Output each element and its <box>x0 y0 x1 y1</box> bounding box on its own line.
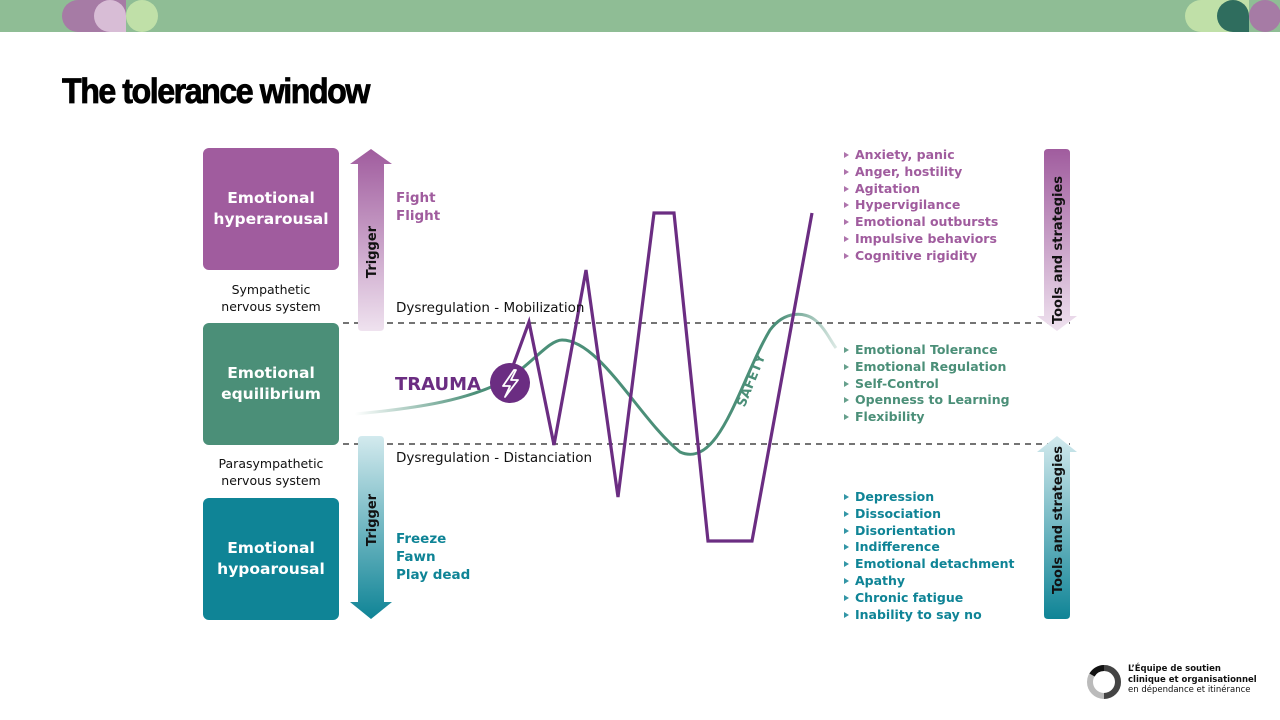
list-item: Emotional outbursts <box>842 214 998 231</box>
response-freeze: Freeze <box>396 531 447 547</box>
list-item: Impulsive behaviors <box>842 231 998 248</box>
response-fawn: Fawn <box>396 549 436 565</box>
list-item: Anger, hostility <box>842 164 998 181</box>
trigger-up-label: Trigger <box>365 225 380 278</box>
hyperarousal-symptom-list: Anxiety, panic Anger, hostility Agitatio… <box>842 147 998 265</box>
list-item: Self-Control <box>842 376 1010 393</box>
org-line3: en dépendance et itinérance <box>1128 685 1251 695</box>
list-item: Hypervigilance <box>842 197 998 214</box>
list-item: Anxiety, panic <box>842 147 998 164</box>
safety-label: SAFETY <box>734 352 769 410</box>
state-box-equilibrium: Emotional equilibrium <box>203 323 339 445</box>
decor-circle-lightgreen <box>126 0 158 32</box>
state-box-hypoarousal: Emotional hypoarousal <box>203 498 339 620</box>
list-item: Inability to say no <box>842 607 1015 624</box>
list-item: Agitation <box>842 181 998 198</box>
state-label-line2: hypoarousal <box>217 560 325 578</box>
state-label-line1: Emotional <box>227 189 315 207</box>
parasympathetic-line2: nervous system <box>221 473 321 488</box>
state-label-line1: Emotional <box>227 539 315 557</box>
list-item: Indifference <box>842 539 1015 556</box>
hypoarousal-symptom-list: Depression Dissociation Disorientation I… <box>842 489 1015 623</box>
mobilization-label: Dysregulation - Mobilization <box>396 300 585 316</box>
list-item: Depression <box>842 489 1015 506</box>
tools-up-arrow <box>1037 436 1077 619</box>
trigger-down-arrow <box>350 436 392 619</box>
state-label-line2: equilibrium <box>221 385 321 403</box>
state-label-line2: hyperarousal <box>213 210 329 228</box>
org-line2: clinique et organisationnel <box>1128 674 1257 685</box>
decor-circle-pink <box>94 0 126 32</box>
sympathetic-line2: nervous system <box>221 299 321 314</box>
sympathetic-label: Sympathetic nervous system <box>203 281 339 315</box>
list-item: Emotional Tolerance <box>842 342 1010 359</box>
state-box-hyperarousal: Emotional hyperarousal <box>203 148 339 270</box>
list-item: Cognitive rigidity <box>842 248 998 265</box>
list-item: Chronic fatigue <box>842 590 1015 607</box>
list-item: Apathy <box>842 573 1015 590</box>
list-item: Emotional Regulation <box>842 359 1010 376</box>
trauma-label: TRAUMA <box>395 374 481 395</box>
tools-down-arrow <box>1037 149 1077 331</box>
trauma-path <box>508 211 814 543</box>
state-label-line1: Emotional <box>227 364 315 382</box>
equilibrium-trait-list: Emotional Tolerance Emotional Regulation… <box>842 342 1010 426</box>
trauma-badge <box>490 363 530 403</box>
list-item: Emotional detachment <box>842 556 1015 573</box>
lightning-bolt-icon <box>502 369 519 398</box>
decor-circle-darkgreen <box>1217 0 1249 32</box>
org-logo-icon <box>1087 665 1121 699</box>
trigger-up-arrow <box>350 149 392 331</box>
trigger-down-label: Trigger <box>365 493 380 546</box>
response-flight: Flight <box>396 208 441 224</box>
hypo-responses: Freeze Fawn Play dead <box>396 530 470 584</box>
tools-top-label: Tools and strategies <box>1051 176 1066 324</box>
response-play-dead: Play dead <box>396 567 471 583</box>
list-item: Disorientation <box>842 523 1015 540</box>
distanciation-label: Dysregulation - Distanciation <box>396 450 593 466</box>
parasympathetic-label: Parasympathetic nervous system <box>203 455 339 489</box>
tools-bottom-label: Tools and strategies <box>1051 446 1066 594</box>
list-item: Openness to Learning <box>842 392 1010 409</box>
list-item: Flexibility <box>842 409 1010 426</box>
hyper-responses: Fight Flight <box>396 189 440 225</box>
header-bar <box>0 0 1280 32</box>
decor-circle-purple <box>1249 0 1280 32</box>
org-line1: L’Équipe de soutien <box>1128 664 1221 674</box>
page-title: The tolerance window <box>62 72 371 112</box>
sympathetic-line1: Sympathetic <box>231 282 311 297</box>
org-name: L’Équipe de soutien clinique et organisa… <box>1128 664 1257 696</box>
response-fight: Fight <box>396 190 436 206</box>
list-item: Dissociation <box>842 506 1015 523</box>
parasympathetic-line1: Parasympathetic <box>218 456 324 471</box>
